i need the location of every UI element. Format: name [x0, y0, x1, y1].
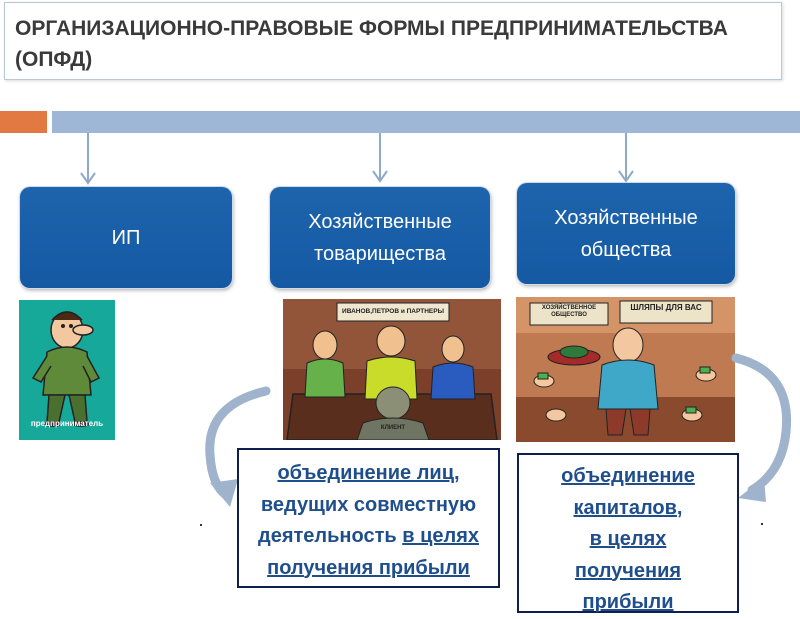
- desc-partnerships-line4: получения прибыли: [267, 556, 470, 579]
- box-companies-line1: Хозяйственные: [554, 206, 698, 229]
- orange-accent-bar: [0, 111, 47, 133]
- desc-companies-line5: прибыли: [582, 591, 674, 613]
- partnership-illustration: ИВАНОВ,ПЕТРОВ и ПАРТНЕРЫ КЛИЕНТ: [283, 299, 501, 440]
- hats-sign-text: ШЛЯПЫ ДЛЯ ВАС: [630, 303, 702, 312]
- down-arrow-icon: [372, 133, 388, 183]
- desc-companies-line3: в целях: [589, 528, 667, 550]
- down-arrow-icon: [618, 133, 634, 183]
- box-partnerships: Хозяйственные товарищества: [270, 187, 490, 288]
- desc-companies-line4: получения: [574, 559, 682, 582]
- box-companies-line2: общества: [580, 238, 672, 261]
- decorative-dot: [761, 523, 763, 525]
- box-partnerships-line1: Хозяйственные: [308, 210, 452, 233]
- box-companies: Хозяйственные общества: [517, 183, 735, 284]
- entrepreneur-caption: предприниматель: [30, 419, 104, 428]
- box-ip-label: ИП: [111, 226, 141, 249]
- desc-partnerships-line3b: в целях: [402, 525, 479, 547]
- company-sign-text: ХОЗЯЙСТВЕННОЕ ОБЩЕСТВО: [541, 305, 597, 318]
- curved-arrow-right-icon: [731, 353, 792, 502]
- curved-arrow-left-icon: [205, 386, 271, 507]
- title-box: ОРГАНИЗАЦИОННО-ПРАВОВЫЕ ФОРМЫ ПРЕДПРИНИМ…: [4, 2, 782, 80]
- page-title: ОРГАНИЗАЦИОННО-ПРАВОВЫЕ ФОРМЫ ПРЕДПРИНИМ…: [15, 13, 775, 75]
- desc-companies-line2b: ,: [676, 496, 683, 519]
- desc-partnerships-line1: объединение лиц,: [277, 462, 460, 484]
- title-line-2: (ОПФД): [15, 48, 93, 71]
- title-line-1: ОРГАНИЗАЦИОННО-ПРАВОВЫЕ ФОРМЫ ПРЕДПРИНИМ…: [15, 17, 728, 40]
- desc-partnerships-line2: ведущих совместную: [260, 493, 477, 516]
- client-label: КЛИЕНТ: [380, 425, 406, 431]
- partnership-sign-text: ИВАНОВ,ПЕТРОВ и ПАРТНЕРЫ: [342, 308, 444, 315]
- company-illustration: ХОЗЯЙСТВЕННОЕ ОБЩЕСТВО ШЛЯПЫ ДЛЯ ВАС: [516, 297, 735, 442]
- blue-accent-bar: [52, 111, 800, 133]
- down-arrow-icon: [80, 133, 96, 185]
- companies-description: объединение капиталов, в целях получения…: [517, 453, 739, 613]
- desc-partnerships-line3a: деятельность: [258, 525, 403, 547]
- box-ip: ИП: [20, 187, 232, 288]
- box-partnerships-line2: товарищества: [314, 242, 446, 265]
- partnerships-description: объединение лиц, ведущих совместную деят…: [237, 448, 500, 588]
- desc-companies-line1: объединение: [561, 465, 695, 487]
- desc-companies-line2a: капиталов: [573, 496, 677, 519]
- decorative-dot: [200, 524, 202, 526]
- entrepreneur-illustration: предприниматель: [19, 300, 115, 440]
